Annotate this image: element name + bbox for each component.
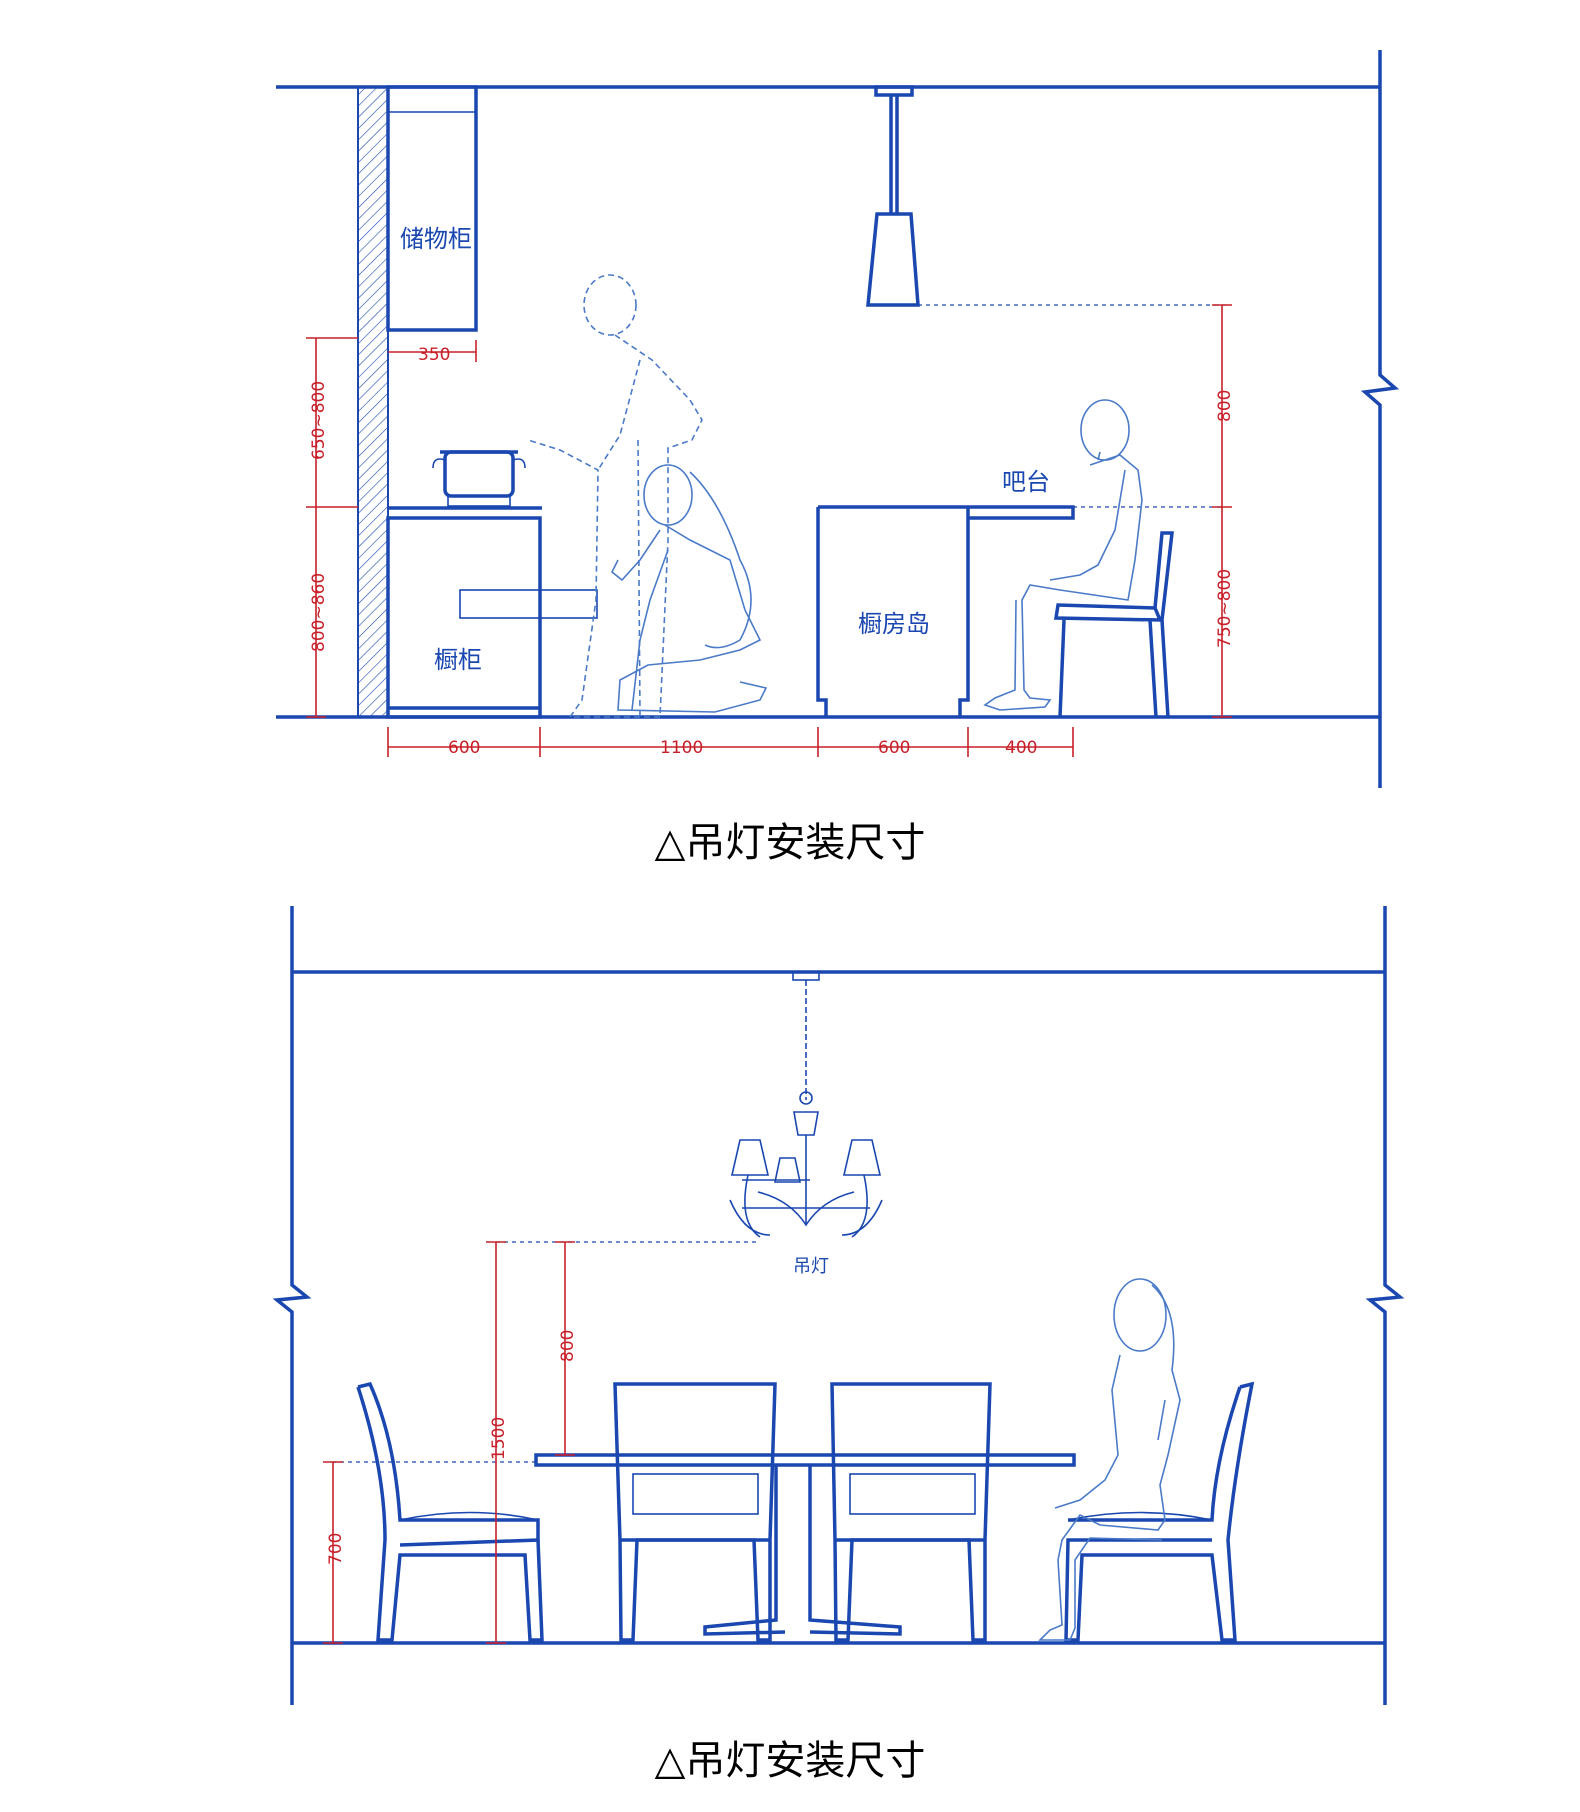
cabinet-label: 橱柜 [434,646,482,674]
kitchen-dimensions: 650~800 800~860 350 800 750~800 600 1100… [306,304,1235,758]
island-label: 橱房岛 [858,610,930,638]
seated-woman [1038,1278,1181,1641]
kitchen-elevation: 储物柜 橱柜 橱房岛 吧台 [276,50,1400,788]
dim-upper-height: 650~800 [309,381,329,460]
seated-man-at-bar [983,399,1143,711]
bar-counter [968,505,1075,520]
kitchen-side-wall [357,86,389,718]
kneeling-woman [610,464,768,713]
dining-elevation: 吊灯 [272,906,1405,1705]
middle-chair-left [613,1382,777,1642]
cooking-pot [432,450,526,507]
dining-right-wall [1365,906,1405,1705]
bar-stool [1053,531,1174,718]
dim-bar-width: 400 [1005,738,1037,758]
dining-table [534,1453,1076,1636]
cabinet-drawer [459,589,598,619]
top-caption: △吊灯安装尺寸 [654,820,926,866]
right-chair [1064,1381,1255,1642]
dim-upper-depth: 350 [418,345,450,365]
upper-storage-cabinet [386,85,478,332]
left-chair [356,1381,544,1642]
dim-lamp-to-bar: 800 [1215,390,1235,422]
pendant-label: 吊灯 [793,1256,829,1277]
kitchen-right-wall [1360,50,1400,788]
bottom-caption: △吊灯安装尺寸 [654,1738,926,1784]
dim-bar-height: 750~800 [1215,569,1235,648]
chandelier [729,971,883,1238]
dim-chandelier-to-table: 800 [558,1330,578,1362]
dim-aisle-width: 1100 [660,738,703,758]
middle-chair-right [830,1382,992,1642]
standing-person-ghost [527,274,703,718]
kitchen-pendant-lamp [866,85,920,307]
dining-left-wall [272,906,312,1705]
dim-lower-height: 800~860 [309,573,329,652]
dining-dimensions: 700 1500 800 [323,1241,578,1644]
dim-island-width: 600 [878,738,910,758]
storage-cabinet-label: 储物柜 [400,225,472,253]
dim-cabinet-width: 600 [448,738,480,758]
dim-seat-height: 700 [326,1533,346,1565]
dim-chandelier-height: 1500 [489,1417,509,1460]
bar-label: 吧台 [1002,468,1050,496]
kitchen-island [816,505,970,717]
